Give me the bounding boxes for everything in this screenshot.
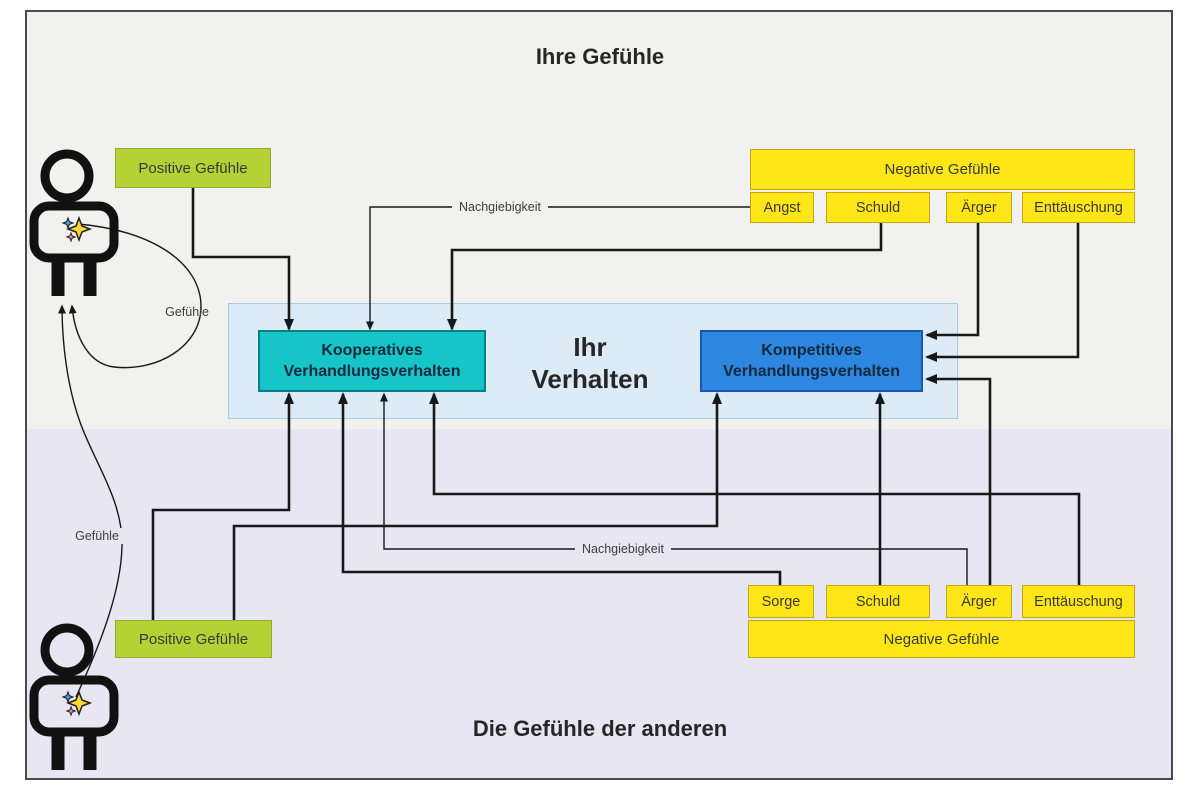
cooperative-behavior-line1: Kooperatives — [321, 342, 423, 359]
arrow-aerger-bottom-yielding-to-cooperative — [380, 392, 968, 585]
sparkles-icon-other — [61, 689, 93, 717]
yielding-label-bottom: Nachgiebigkeit — [575, 541, 671, 557]
feelings-label-self: Gefühle — [165, 305, 209, 319]
your-behavior-title-line2: Verhalten — [531, 364, 649, 394]
others-feelings-title: Die Gefühle der anderen — [472, 716, 728, 741]
competitive-behavior-box: Kompetitives Verhandlungsverhalten — [700, 330, 923, 392]
arrow-positive-bottom-to-cooperative — [151, 392, 294, 620]
feeling-schuld-top: Schuld — [826, 192, 930, 223]
positive-feelings-box-bottom: Positive Gefühle — [115, 620, 272, 658]
cooperative-behavior-line2: Verhandlungsverhalten — [283, 363, 461, 380]
positive-feelings-box-top: Positive Gefühle — [115, 148, 271, 188]
arrow-positive-top-to-cooperative — [191, 188, 294, 331]
curve-self-feelings-loop — [68, 223, 202, 369]
feeling-sorge: Sorge — [748, 585, 814, 618]
feeling-enttaeuschung-top: Enttäuschung — [1022, 192, 1135, 223]
arrow-schuld-top-to-cooperative — [447, 223, 883, 331]
your-behavior-title-line1: Ihr — [573, 332, 607, 362]
arrow-aerger-top-to-competitive — [925, 223, 980, 340]
your-behavior-title: Ihr Verhalten — [490, 331, 690, 395]
cooperative-behavior-box: Kooperatives Verhandlungsverhalten — [258, 330, 486, 392]
sparkles-icon-self — [61, 215, 93, 243]
arrow-positive-bottom-to-competitive — [232, 392, 722, 620]
feeling-aerger-top: Ärger — [946, 192, 1012, 223]
negative-feelings-box-top: Negative Gefühle — [750, 149, 1135, 190]
your-feelings-title: Ihre Gefühle — [535, 44, 665, 69]
competitive-behavior-line2: Verhandlungsverhalten — [723, 363, 900, 380]
feeling-angst: Angst — [750, 192, 814, 223]
yielding-label-top: Nachgiebigkeit — [452, 199, 548, 215]
arrow-enttaeuschung-bottom-to-cooperative — [429, 392, 1081, 585]
feeling-schuld-bottom: Schuld — [826, 585, 930, 618]
arrow-sorge-to-cooperative — [338, 392, 782, 585]
arrow-angst-yielding-to-cooperative — [366, 206, 750, 331]
feeling-enttaeuschung-bottom: Enttäuschung — [1022, 585, 1135, 618]
person-icon-self — [29, 149, 119, 296]
curve-other-feelings-to-self — [58, 304, 123, 698]
competitive-behavior-line1: Kompetitives — [761, 342, 862, 359]
feeling-aerger-bottom: Ärger — [946, 585, 1012, 618]
arrow-enttaeuschung-top-to-competitive — [925, 223, 1080, 362]
arrow-aerger-bottom-to-competitive — [925, 374, 992, 585]
person-icon-other — [29, 623, 119, 770]
feelings-label-other: Gefühle — [68, 528, 126, 544]
negative-feelings-box-bottom: Negative Gefühle — [748, 620, 1135, 658]
